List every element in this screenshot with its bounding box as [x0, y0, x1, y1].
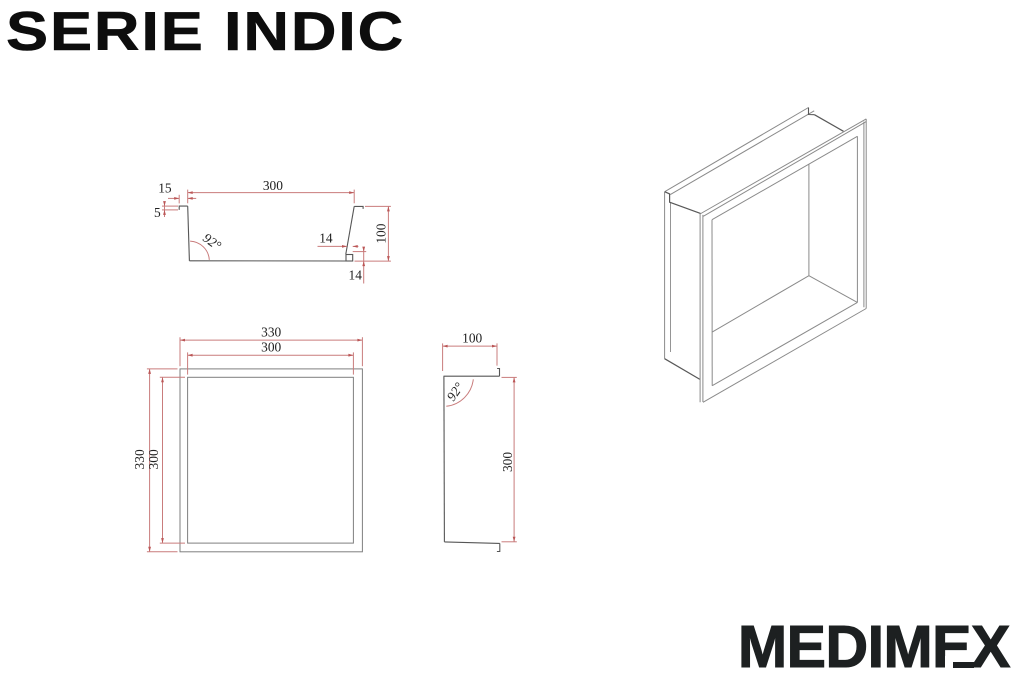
svg-text:300: 300: [263, 178, 283, 193]
svg-text:14: 14: [319, 230, 333, 245]
svg-text:300: 300: [500, 452, 515, 472]
svg-text:300: 300: [146, 449, 161, 469]
svg-text:330: 330: [261, 325, 281, 340]
svg-text:14: 14: [349, 267, 363, 282]
svg-text:300: 300: [261, 340, 281, 355]
svg-text:100: 100: [373, 223, 388, 243]
svg-text:15: 15: [158, 181, 172, 196]
svg-text:5: 5: [154, 205, 161, 220]
svg-text:92°: 92°: [200, 230, 224, 253]
svg-text:92°: 92°: [444, 379, 467, 403]
svg-text:100: 100: [462, 330, 482, 345]
svg-text:330: 330: [132, 449, 147, 469]
